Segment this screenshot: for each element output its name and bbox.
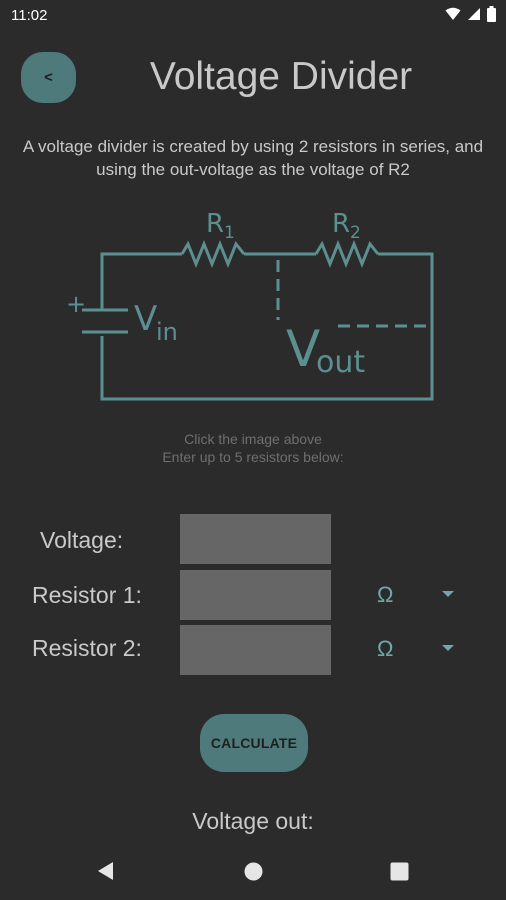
calculate-button[interactable]: CALCULATE (200, 714, 308, 772)
nav-back-icon[interactable] (96, 861, 116, 881)
nav-home-icon[interactable] (244, 862, 263, 881)
resistor-2-label: Resistor 2: (32, 635, 142, 661)
resistor-1-unit-select[interactable]: Ω (377, 582, 394, 607)
status-icons (445, 6, 496, 22)
nav-recents-icon[interactable] (390, 862, 409, 881)
calculate-button-label: CALCULATE (210, 735, 298, 751)
description-text: A voltage divider is created by using 2 … (22, 137, 484, 179)
vin-subscript: in (156, 318, 178, 346)
back-button[interactable]: < (21, 52, 76, 103)
resistor-1-label: Resistor 1: (32, 582, 142, 608)
battery-icon (487, 6, 496, 22)
r1-subscript: 1 (224, 223, 235, 243)
resistor-2-unit-select[interactable]: Ω (377, 636, 394, 661)
resistor-1-dropdown-icon[interactable] (442, 591, 454, 597)
page-title: Voltage Divider (149, 55, 413, 98)
resistor-r2-icon (314, 239, 380, 269)
signal-icon (468, 8, 480, 20)
circuit-wire (100, 252, 182, 310)
battery-plus-sign: + (66, 290, 86, 318)
system-nav-bar (0, 845, 506, 900)
vin-label: V (134, 299, 157, 339)
r1-label: R (206, 209, 224, 239)
vout-label: V (286, 320, 320, 378)
status-bar: 11:02 (0, 0, 506, 32)
back-button-label: < (44, 69, 53, 86)
hint-line-1: Click the image above (184, 431, 322, 447)
voltage-input[interactable] (180, 514, 331, 564)
circuit-diagram-image[interactable]: + R 1 R 2 V in V out (60, 200, 450, 415)
circuit-wire (100, 252, 434, 401)
status-time: 11:02 (11, 7, 48, 24)
vout-subscript: out (316, 345, 365, 380)
voltage-label: Voltage: (40, 527, 124, 553)
resistor-2-input[interactable] (180, 625, 331, 675)
resistor-2-dropdown-icon[interactable] (442, 645, 454, 651)
r2-subscript: 2 (350, 223, 361, 243)
hint-line-2: Enter up to 5 resistors below: (162, 449, 344, 465)
voltage-out-label: Voltage out: (192, 808, 314, 834)
resistor-r1-icon (180, 239, 246, 269)
hint-text: Click the image above Enter up to 5 resi… (0, 430, 506, 466)
resistor-1-input[interactable] (180, 570, 331, 620)
wifi-icon (445, 7, 461, 20)
r2-label: R (332, 209, 350, 239)
